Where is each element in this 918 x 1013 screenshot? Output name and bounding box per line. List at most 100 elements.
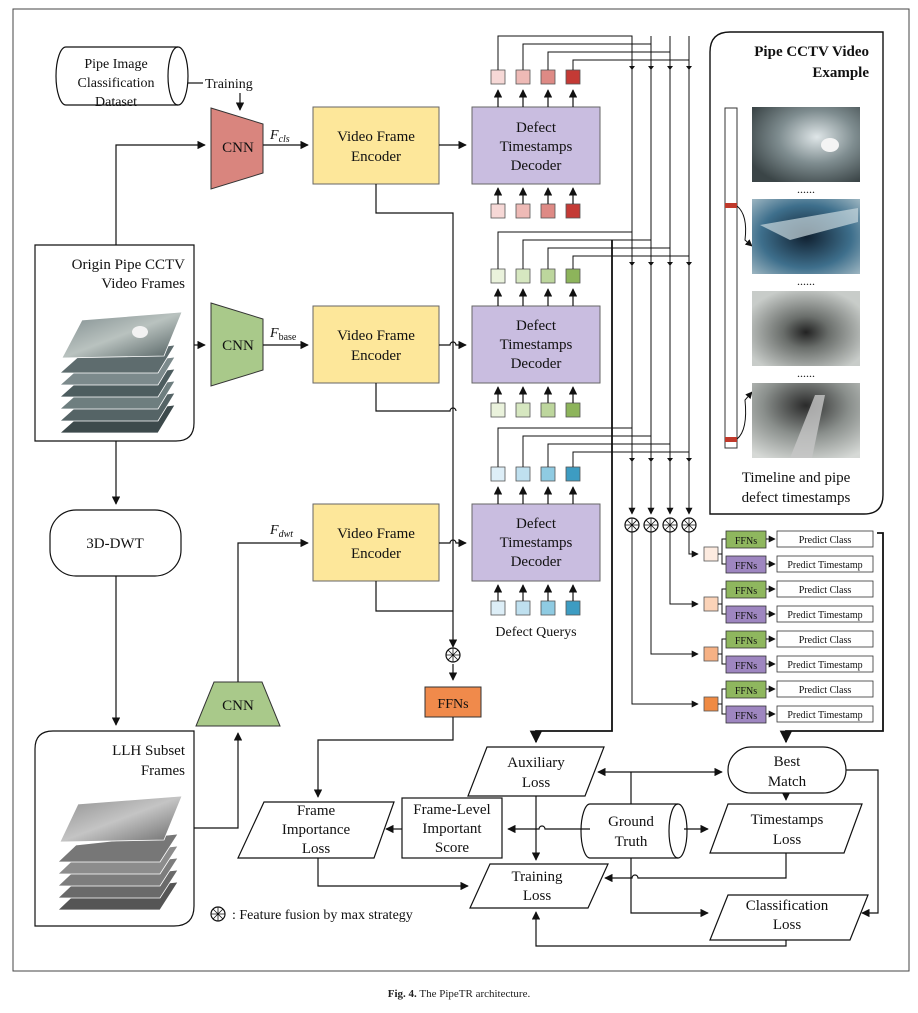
auxiliary-loss: Auxiliary Loss	[467, 746, 605, 797]
fusion-encoder-icon	[445, 647, 461, 663]
svg-text:Timestamps: Timestamps	[500, 139, 573, 155]
input-query-square	[490, 203, 506, 219]
video-frame-thumbnail-1	[752, 107, 860, 182]
decoder-wires	[497, 35, 693, 515]
frame-level-important-score: Frame-Level Important Score	[401, 797, 503, 859]
fusion-query-1-icon	[624, 517, 640, 533]
best-match: Best Match	[727, 746, 847, 794]
input-query-square	[565, 600, 581, 616]
predict-class-box	[776, 580, 874, 598]
svg-text:Predict Class: Predict Class	[799, 685, 852, 696]
svg-text:Loss: Loss	[302, 841, 331, 857]
svg-text:FFNs: FFNs	[735, 661, 757, 672]
svg-text:Loss: Loss	[522, 775, 551, 791]
output-query-square	[565, 268, 581, 284]
defect-queries-label: Defect Querys	[495, 625, 576, 640]
svg-text:Timestamps: Timestamps	[751, 812, 824, 828]
input-query-square	[490, 600, 506, 616]
llh-line-1: LLH Subset	[112, 743, 186, 759]
svg-text:Auxiliary: Auxiliary	[507, 755, 565, 771]
predict-timestamp-box	[776, 705, 874, 723]
fused-query-square	[703, 546, 719, 562]
example-title-2: Example	[812, 65, 869, 81]
encoder-2-line-1: Video Frame	[337, 328, 415, 344]
svg-text:FFNs: FFNs	[735, 711, 757, 722]
example-caption-2: defect timestamps	[742, 490, 851, 506]
svg-text:Predict Class: Predict Class	[799, 585, 852, 596]
output-query-square	[490, 268, 506, 284]
origin-frames-line-1: Origin Pipe CCTV	[72, 257, 186, 273]
feature-base-label: Fbase	[269, 326, 297, 343]
fusion-legend: : Feature fusion by max strategy	[210, 906, 413, 923]
svg-text:Importance: Importance	[282, 822, 351, 838]
svg-text:Training: Training	[511, 869, 563, 885]
input-query-square	[540, 203, 556, 219]
svg-text:Loss: Loss	[523, 888, 552, 904]
feature-dwt-label: Fdwt	[269, 523, 293, 540]
svg-text:Frame: Frame	[297, 803, 336, 819]
video-frame-thumbnail-3	[752, 291, 860, 366]
ffn-orange-box: FFNs	[424, 686, 482, 718]
encoder-1-line-1: Video Frame	[337, 129, 415, 145]
cnn-label-3: CNN	[222, 698, 254, 714]
output-query-square	[565, 466, 581, 482]
svg-text:Score: Score	[435, 840, 469, 856]
input-query-square	[515, 402, 531, 418]
fusion-query-3-icon	[662, 517, 678, 533]
svg-text:Important: Important	[422, 821, 482, 837]
svg-text:FFNs: FFNs	[437, 697, 468, 712]
dataset-line-2: Classification	[78, 76, 155, 91]
encoder-3-line-2: Encoder	[351, 546, 401, 562]
input-query-square	[540, 600, 556, 616]
output-query-square	[515, 466, 531, 482]
dataset-line-1: Pipe Image	[84, 57, 147, 72]
cnn-base: CNN	[210, 302, 264, 387]
svg-text:FFNs: FFNs	[735, 611, 757, 622]
encoder-2-line-2: Encoder	[351, 348, 401, 364]
predict-timestamp-box	[776, 655, 874, 673]
defect-timestamps-decoder-2: Defect Timestamps Decoder	[471, 305, 601, 384]
svg-text:FFNs: FFNs	[735, 686, 757, 697]
svg-text:Predict Timestamp: Predict Timestamp	[787, 660, 862, 671]
svg-text:Defect: Defect	[516, 516, 557, 532]
video-frame-encoder-3: Video Frame Encoder	[312, 503, 440, 582]
svg-text:Predict Timestamp: Predict Timestamp	[787, 710, 862, 721]
video-frame-encoder-1: Video Frame Encoder	[312, 106, 440, 185]
fused-query-square	[703, 646, 719, 662]
dataset-line-3: Dataset	[95, 95, 137, 110]
input-query-square	[490, 402, 506, 418]
video-frame-encoder-2: Video Frame Encoder	[312, 305, 440, 384]
fused-query-square	[703, 596, 719, 612]
legend-text: : Feature fusion by max strategy	[232, 908, 413, 923]
svg-text:......: ......	[797, 366, 815, 380]
output-query-square	[540, 466, 556, 482]
cctv-example-panel: Pipe CCTV Video Example ...... ...... ..…	[709, 31, 884, 515]
defect-timestamps-decoder-3: Defect Timestamps Decoder	[471, 503, 601, 582]
fusion-operators	[445, 517, 697, 663]
feature-cls-label: Fcls	[269, 128, 290, 145]
cnn-label-1: CNN	[222, 140, 254, 156]
fused-query-square	[703, 696, 719, 712]
input-query-square	[540, 402, 556, 418]
llh-box: LLH Subset Frames	[34, 730, 195, 927]
output-query-square	[515, 69, 531, 85]
svg-text:Loss: Loss	[773, 917, 802, 933]
svg-text:Predict Timestamp: Predict Timestamp	[787, 610, 862, 621]
svg-text:Predict Timestamp: Predict Timestamp	[787, 560, 862, 571]
input-query-square	[515, 203, 531, 219]
svg-text:Ground: Ground	[608, 814, 654, 830]
svg-text:......: ......	[797, 182, 815, 196]
cnn-dwt: CNN	[195, 681, 281, 727]
svg-text:Decoder: Decoder	[511, 554, 562, 570]
fusion-query-2-icon	[643, 517, 659, 533]
svg-text:Timestamps: Timestamps	[500, 535, 573, 551]
timestamp-marker-1	[725, 203, 737, 208]
svg-text:Frame-Level: Frame-Level	[413, 802, 490, 818]
training-loss: Training Loss	[469, 863, 609, 909]
pipe-image-dataset: Pipe Image Classification Dataset	[55, 46, 189, 110]
dwt-label: 3D-DWT	[86, 536, 143, 552]
